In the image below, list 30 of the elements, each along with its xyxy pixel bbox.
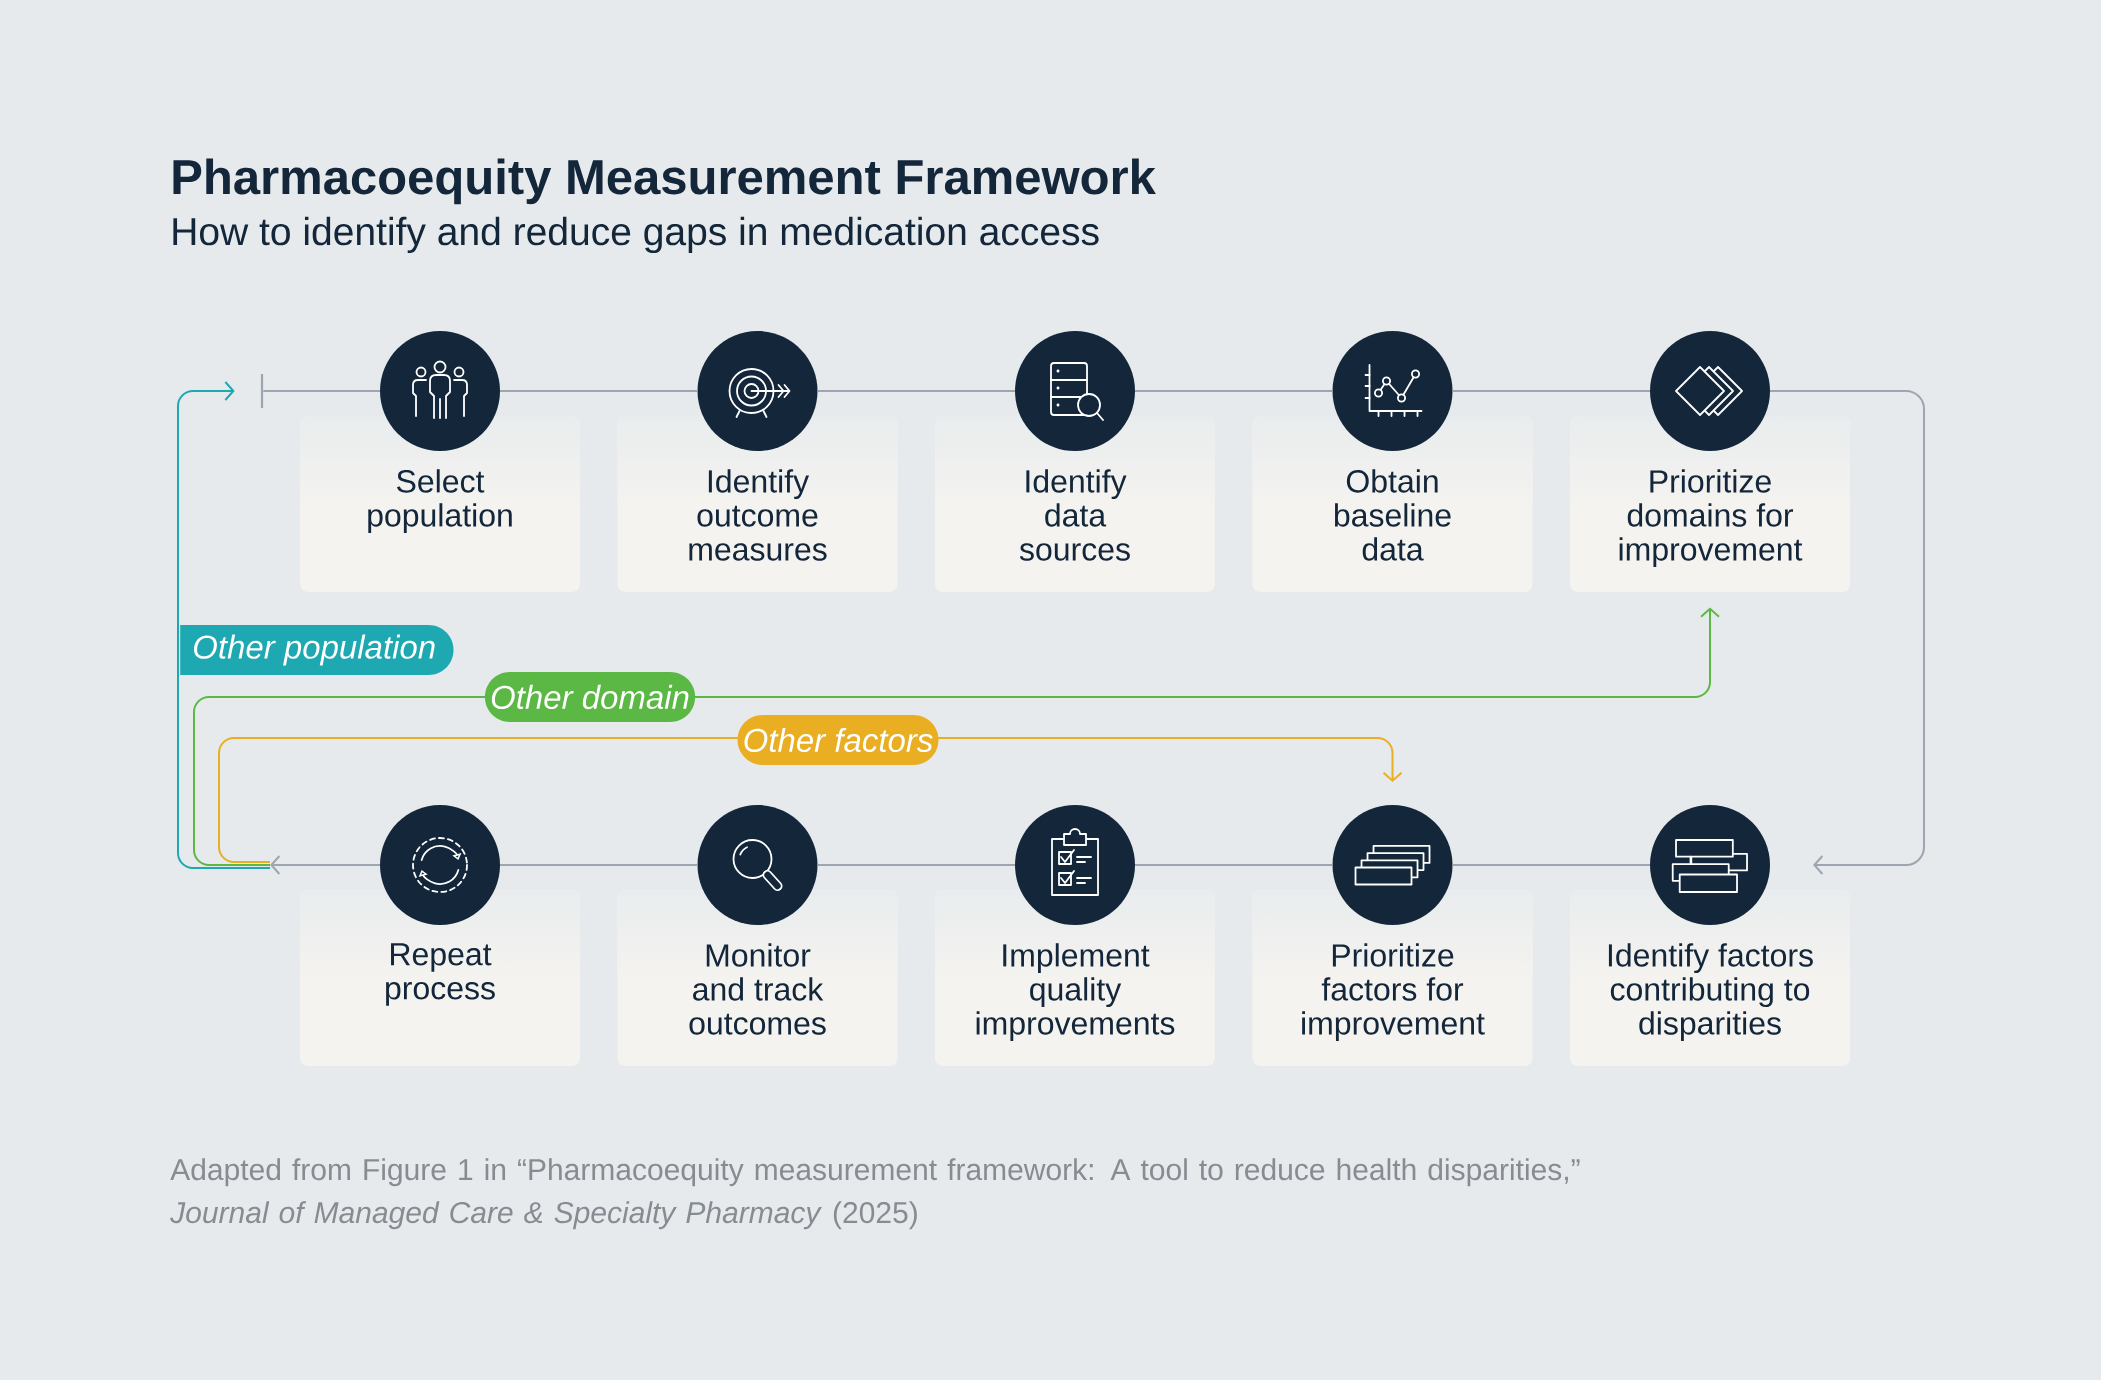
edge-label: Other population: [180, 625, 454, 675]
step-card: Prioritize factors for improvement: [1252, 890, 1533, 1066]
step-card: Select population: [300, 416, 580, 592]
connector-line: [499, 864, 699, 866]
connector-line: [816, 864, 1016, 866]
connector-line: [1134, 390, 1334, 392]
step-card: Prioritize domains for improvement: [1570, 416, 1850, 592]
title: Pharmacoequity Measurement Framework: [173, 158, 1156, 205]
edge-label: Other domain: [484, 672, 696, 722]
arrow: [1769, 390, 1925, 875]
arrow: [177, 381, 271, 869]
connector-line: [262, 390, 381, 392]
step-card: Monitor and track outcomes: [617, 890, 898, 1066]
caption: Adapted from Figure 1 in “Pharmacoequity measurement framework: A tool to reduce health disparities,” Journal of Managed Care & Specialty Pharmacy (2025): [170, 1158, 1580, 1230]
subtitle: How to identify and reduce gaps in medication access: [173, 216, 1099, 254]
step-card: Repeat process: [300, 890, 580, 1066]
connector-line: [1451, 864, 1651, 866]
step-card: Implement quality improvements: [935, 890, 1215, 1066]
step-card: Identify factors contributing to disparities: [1570, 890, 1850, 1066]
step-card: Obtain baseline data: [1252, 416, 1533, 592]
connector-line: [499, 390, 699, 392]
arrow: [270, 855, 381, 875]
edge-label: Other factors: [737, 715, 939, 765]
arrow: [193, 607, 1720, 866]
connector-line: [1451, 390, 1651, 392]
start-bar: [260, 374, 264, 408]
step-card: Identify data sources: [935, 416, 1215, 592]
connector-line: [1134, 864, 1334, 866]
step-card: Identify outcome measures: [617, 416, 898, 592]
connector-line: [816, 390, 1016, 392]
